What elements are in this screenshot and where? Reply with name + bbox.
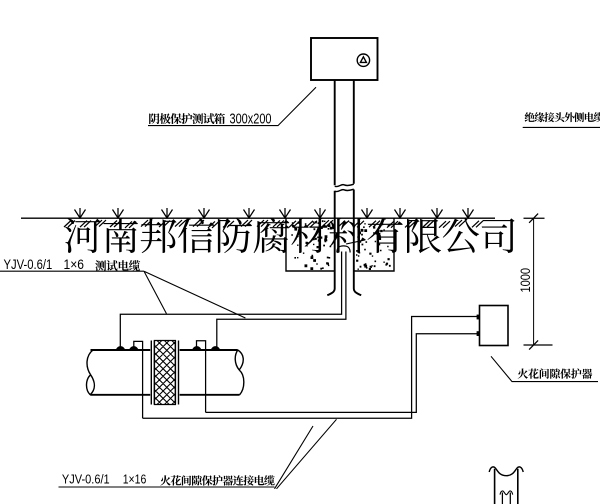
svg-text:YJV-0.6/1: YJV-0.6/1 xyxy=(62,472,110,487)
svg-text:YJV-0.6/1: YJV-0.6/1 xyxy=(4,257,53,272)
svg-text:1000: 1000 xyxy=(518,268,534,293)
svg-text:1×16: 1×16 xyxy=(123,471,147,487)
svg-text:300x200: 300x200 xyxy=(230,110,272,127)
svg-text:1×6: 1×6 xyxy=(64,256,84,272)
